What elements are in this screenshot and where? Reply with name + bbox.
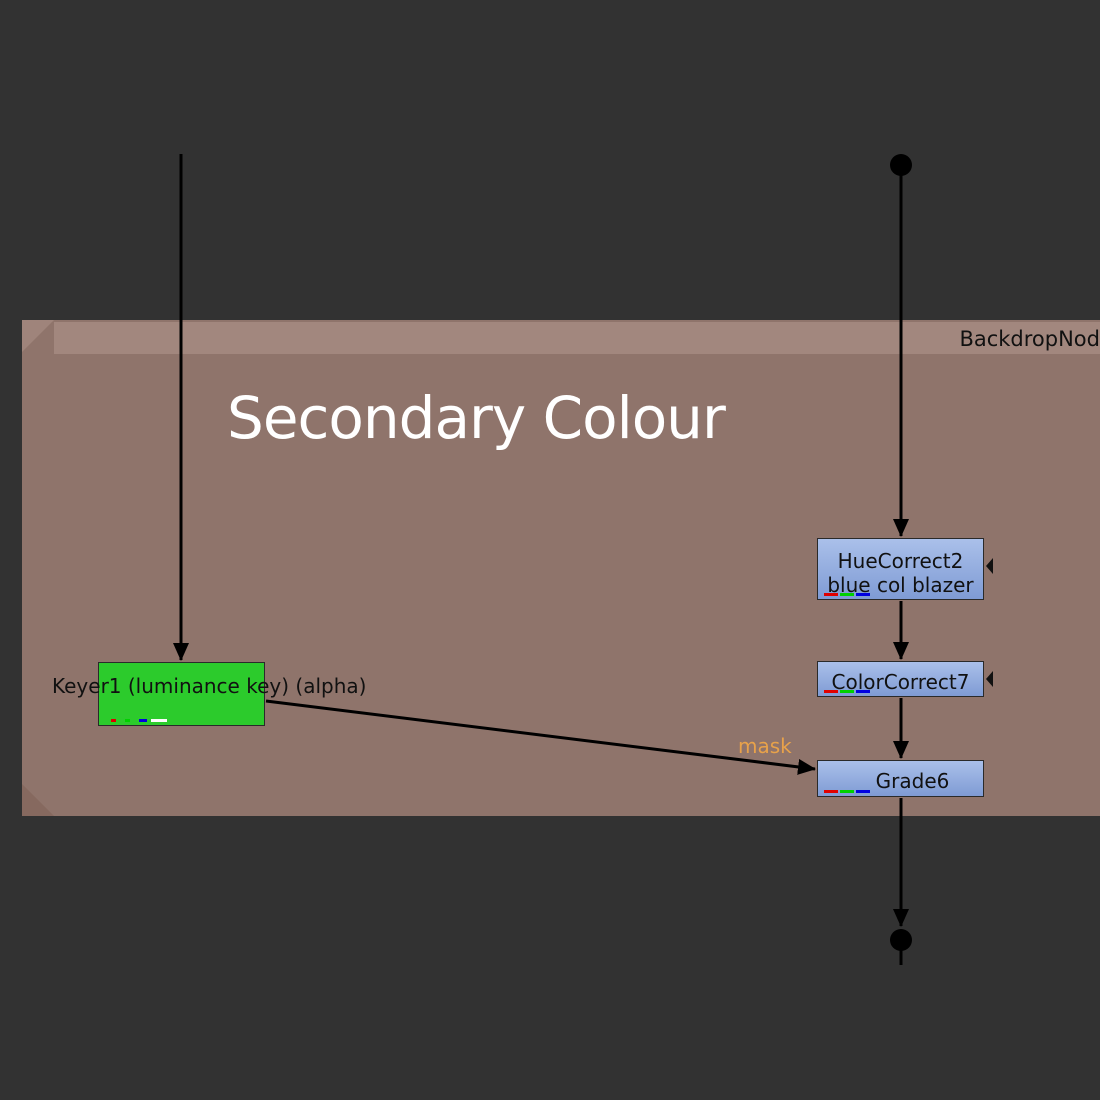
grade-node[interactable]: Grade6 [817,760,984,797]
keyer-node-title: Keyer1 (luminance key) [52,674,290,698]
channel-red-indicator [824,593,838,596]
channel-green-indicator [840,690,854,693]
channel-blue-indicator [856,790,870,793]
channel-blue-indicator [856,593,870,596]
backdrop-name-label: BackdropNod [959,327,1100,351]
backdrop-title-label: Secondary Colour [227,384,726,452]
keyer-node-label: Keyer1 (luminance key) (alpha) [52,674,366,698]
channel-red-indicator [111,719,116,722]
output-dot[interactable] [890,929,912,951]
backdrop-resize-handle-top[interactable] [22,320,54,352]
channel-green-indicator [125,719,130,722]
input-dot[interactable] [890,154,912,176]
keyer-node[interactable] [98,662,265,726]
colorcorrect-node[interactable]: ColorCorrect7 [817,661,984,697]
channel-red-indicator [824,790,838,793]
grade-node-title: Grade6 [875,769,950,793]
channel-green-indicator [840,790,854,793]
channel-blue-indicator [139,719,147,722]
colorcorrect-mask-input-arrow[interactable] [986,671,993,687]
channel-alpha-indicator [151,719,167,722]
backdrop-resize-handle-bottom[interactable] [22,784,54,816]
mask-input-label: mask [738,734,792,758]
channel-blue-indicator [856,690,870,693]
huecorrect-mask-input-arrow[interactable] [986,558,993,574]
backdrop-header-bar[interactable] [54,322,1100,354]
huecorrect-node-title: HueCorrect2 [837,549,964,573]
channel-red-indicator [824,690,838,693]
huecorrect-node[interactable]: HueCorrect2 blue col blazer [817,538,984,600]
keyer-node-subtitle: (alpha) [295,674,367,698]
channel-green-indicator [840,593,854,596]
colorcorrect-node-title: ColorCorrect7 [831,670,970,694]
